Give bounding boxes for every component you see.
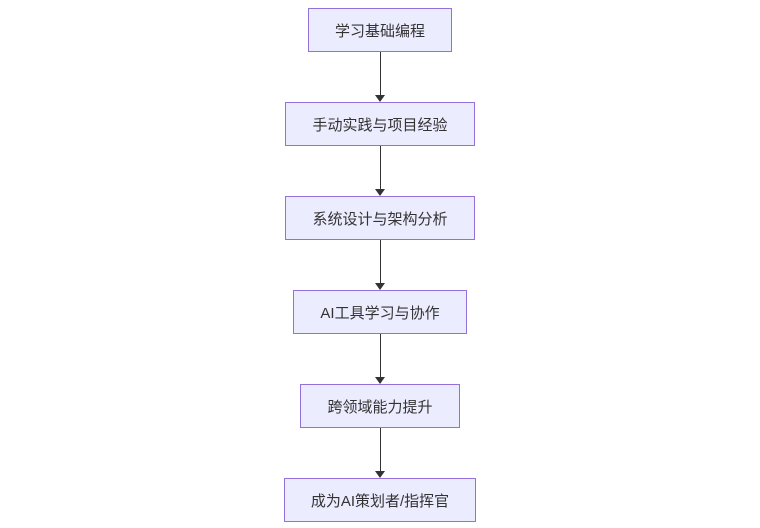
edge-line	[379, 428, 381, 471]
edge-line	[379, 52, 381, 95]
node-step-5: 跨领域能力提升	[300, 384, 460, 428]
arrowhead-down-icon	[375, 471, 385, 478]
arrowhead-down-icon	[375, 95, 385, 102]
arrowhead-down-icon	[375, 377, 385, 384]
node-step-1: 学习基础编程	[307, 8, 452, 52]
edge-step-2-to-step-3	[375, 146, 385, 196]
node-step-4: AI工具学习与协作	[293, 290, 467, 334]
node-label: AI工具学习与协作	[320, 304, 440, 322]
node-step-3: 系统设计与架构分析	[285, 196, 475, 240]
node-label: 学习基础编程	[334, 22, 425, 40]
edge-line	[379, 334, 381, 377]
edge-step-4-to-step-5	[375, 334, 385, 384]
node-label: 跨领域能力提升	[327, 398, 433, 416]
node-step-6: 成为AI策划者/指挥官	[283, 478, 477, 522]
node-label: 成为AI策划者/指挥官	[310, 492, 450, 510]
edge-step-1-to-step-2	[375, 52, 385, 102]
edge-line	[379, 240, 381, 283]
arrowhead-down-icon	[375, 189, 385, 196]
edge-step-5-to-step-6	[375, 428, 385, 478]
edge-step-3-to-step-4	[375, 240, 385, 290]
node-step-2: 手动实践与项目经验	[285, 102, 475, 146]
node-label: 手动实践与项目经验	[312, 116, 448, 134]
edge-line	[379, 146, 381, 189]
node-label: 系统设计与架构分析	[312, 210, 448, 228]
arrowhead-down-icon	[375, 283, 385, 290]
